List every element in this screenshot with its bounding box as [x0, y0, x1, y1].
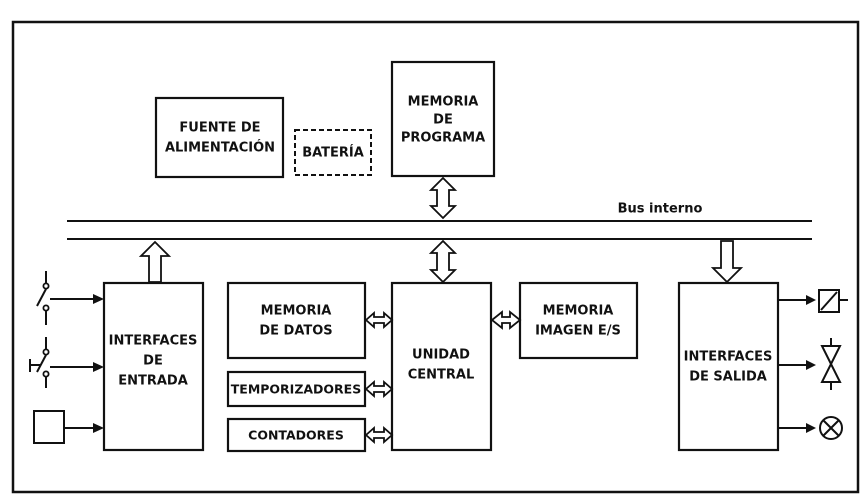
unidad-central-line-2: CENTRAL [408, 368, 475, 383]
memoria-datos-line-1: MEMORIA [261, 304, 332, 319]
memoria-imagen-line-1: MEMORIA [543, 304, 614, 319]
temporizadores-block: TEMPORIZADORES [226, 370, 367, 408]
fuente-line-1: FUENTE DE [179, 121, 260, 136]
memoria-datos-block: MEMORIA DE DATOS [226, 281, 367, 360]
bateria-label: BATERÍA [302, 145, 364, 161]
memoria-programa-block: MEMORIA DE PROGRAMA [390, 60, 496, 178]
fuente-line-2: ALIMENTACIÓN [165, 140, 275, 156]
bidirectional-arrow-contadores-unidad [364, 426, 394, 444]
bidirectional-arrow-unidad-imagen [490, 310, 522, 330]
bus-label: Bus interno [618, 202, 703, 217]
bidirectional-arrow-temporizadores-unidad [364, 380, 394, 398]
coil-icon [778, 289, 848, 313]
temporizadores-label: TEMPORIZADORES [231, 382, 361, 397]
memoria-programa-line-1: MEMORIA [408, 95, 479, 110]
unidad-central-line-1: UNIDAD [412, 348, 470, 363]
interfaces-entrada-line-2: DE [143, 354, 163, 369]
memoria-programa-line-2: DE [433, 113, 453, 128]
memoria-datos-line-2: DE DATOS [259, 324, 332, 339]
bidirectional-arrow-datos-unidad [364, 311, 394, 329]
interfaces-entrada-line-3: ENTRADA [118, 374, 188, 389]
bidirectional-arrow-program-bus [428, 176, 458, 220]
interfaces-entrada-block: INTERFACES DE ENTRADA [102, 281, 205, 452]
contadores-label: CONTADORES [248, 428, 344, 443]
interfaces-entrada-line-1: INTERFACES [109, 334, 198, 349]
valve-icon [778, 338, 842, 390]
bateria-block: BATERÍA [294, 129, 372, 176]
sensor-box-icon [33, 410, 104, 444]
unidad-central-block: UNIDAD CENTRAL [390, 281, 493, 452]
memoria-programa-line-3: PROGRAMA [401, 131, 485, 146]
fuente-alimentacion-block: FUENTE DE ALIMENTACIÓN [154, 96, 285, 179]
contadores-block: CONTADORES [226, 417, 367, 453]
memoria-imagen-line-2: IMAGEN E/S [535, 324, 621, 339]
interfaces-salida-block: INTERFACES DE SALIDA [677, 281, 780, 452]
pushbutton-icon [29, 337, 104, 388]
memoria-imagen-block: MEMORIA IMAGEN E/S [518, 281, 639, 360]
interfaces-salida-line-1: INTERFACES [684, 350, 773, 365]
lamp-icon [778, 416, 843, 440]
switch-normally-open-icon [36, 271, 104, 325]
interfaces-salida-line-2: DE SALIDA [689, 370, 767, 385]
down-arrow-bus-salida [710, 240, 744, 284]
